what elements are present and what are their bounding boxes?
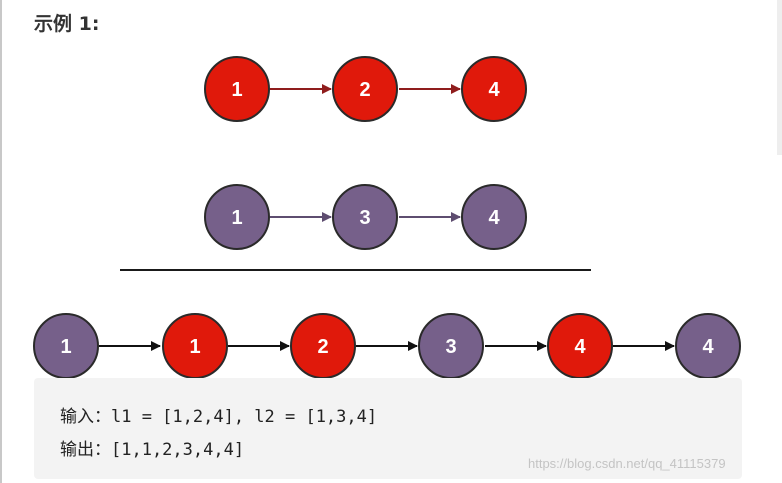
list2-node <box>332 184 398 250</box>
list1-node <box>204 56 270 122</box>
example-input-line: 输入：l1 = [1,2,4], l2 = [1,3,4] <box>60 407 378 427</box>
list2-node-label: 1 <box>231 207 242 229</box>
scrollbar-track <box>777 0 782 155</box>
merged-node-label: 1 <box>189 336 200 358</box>
list1-node-label: 1 <box>231 79 242 101</box>
merged-row: 1 1 2 3 4 4 <box>33 313 741 379</box>
list2-node-label: 4 <box>488 207 500 229</box>
example-heading: 示例 1: <box>34 13 100 35</box>
merged-node-label: 3 <box>445 336 456 358</box>
list1-node <box>461 56 527 122</box>
merged-node-label: 4 <box>574 336 586 358</box>
left-border <box>0 0 2 483</box>
list1-node-label: 2 <box>359 79 370 101</box>
merged-node-label: 4 <box>702 336 714 358</box>
example-code-block <box>34 378 742 479</box>
list1-node <box>332 56 398 122</box>
list1-row: 1 2 4 <box>204 56 527 122</box>
list1-node-label: 4 <box>488 79 500 101</box>
watermark: https://blog.csdn.net/qq_41115379 <box>528 456 726 471</box>
list2-node-label: 3 <box>359 207 370 229</box>
example-output-line: 输出：[1,1,2,3,4,4] <box>60 440 245 460</box>
list2-node <box>204 184 270 250</box>
list2-node <box>461 184 527 250</box>
list2-row: 1 3 4 <box>204 184 527 250</box>
merged-node-label: 2 <box>317 336 328 358</box>
merged-node-label: 1 <box>60 336 71 358</box>
